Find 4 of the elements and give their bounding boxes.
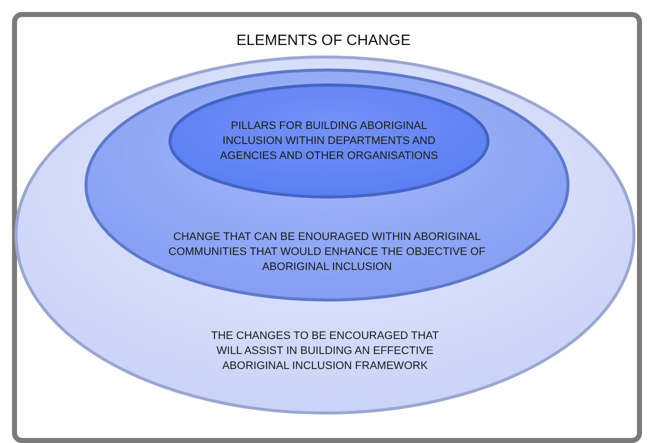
- diagram-title: ELEMENTS OF CHANGE: [235, 32, 412, 49]
- ellipse-text: CHANGE THAT CAN BE ENOURAGED WITHIN ABORIGINAL COMMUNITIES THAT WOULD ENHANCE THE OBJECTIVE OF ABORIGINAL INCLUSION: [168, 230, 486, 275]
- ellipse-text: PILLARS FOR BUILDING ABORIGINAL INCLUSION WITHIN DEPARTMENTS AND AGENCIES AND OTHER ORGANISATIONS: [219, 119, 439, 164]
- ellipse-text: THE CHANGES TO BE ENCOURAGED THAT WILL ASSIST IN BUILDING AN EFFECTIVE ABORIGINAL INCLUSION FRAMEWORK: [210, 329, 440, 374]
